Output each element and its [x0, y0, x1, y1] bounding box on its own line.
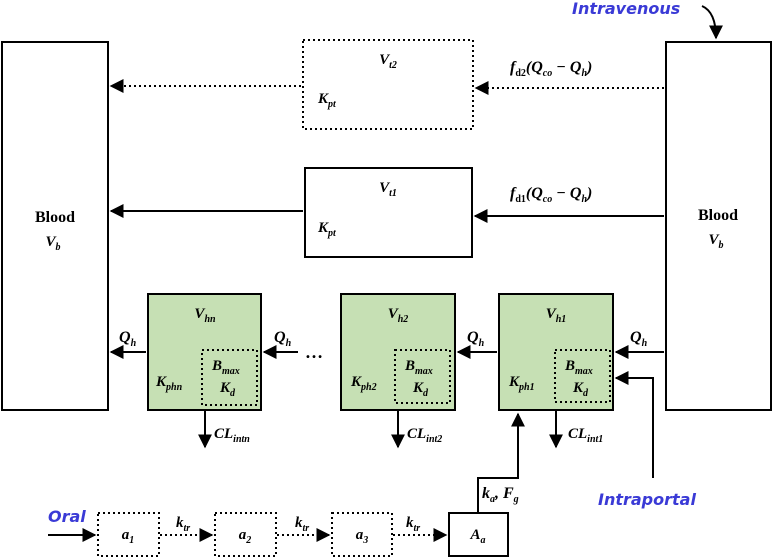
- intravenous-label: Intravenous: [572, 0, 680, 18]
- hepatic-compartment-2: Vh2 Kph2 Bmax Kd: [340, 293, 456, 411]
- hepatic-1-clearance: CLint1: [568, 426, 603, 445]
- hepatic-2-clearance: CLint2: [407, 426, 442, 445]
- ellipsis: …: [305, 342, 323, 362]
- hepatic-n-bmax: Bmax: [211, 358, 240, 377]
- gut-compartment-a1: a1: [97, 512, 160, 557]
- gut-a1-label: a1: [122, 527, 135, 546]
- gut-compartment-a2: a2: [214, 512, 277, 557]
- gut-compartment-a3: a3: [331, 512, 393, 557]
- tissue-2-compartment: Vt2 Kpt: [302, 39, 474, 130]
- tissue-1-compartment: Vt1 Kpt: [304, 167, 473, 258]
- hepatic-1-volume: Vh1: [546, 306, 567, 325]
- tissue-2-flow-label: fd2(Qco − Qh): [510, 59, 592, 79]
- gut-a3-label: a3: [356, 527, 369, 546]
- hepatic-1-binding-box: [554, 349, 611, 403]
- tissue-2-volume: Vt2: [379, 52, 397, 71]
- hepatic-n-partition: Kphn: [155, 374, 183, 393]
- hepatic-1-partition: Kph1: [508, 374, 535, 393]
- hepatic-compartment-n: Vhn Kphn Bmax Kd: [147, 293, 262, 411]
- absorption-label: Aa: [469, 527, 485, 546]
- qh-label-left: Qh: [119, 329, 137, 349]
- blood-left-volume: Vb: [45, 234, 60, 253]
- intraportal-label: Intraportal: [598, 490, 696, 509]
- hepatic-n-clearance: CLintn: [214, 426, 250, 445]
- hepatic-2-partition: Kph2: [350, 374, 377, 393]
- absorption-arrow: [477, 412, 525, 512]
- gut-a2-label: a2: [239, 527, 252, 546]
- oral-label: Oral: [48, 507, 86, 526]
- ka-fg-label: ka, Fg: [482, 485, 519, 505]
- blood-right-title: Blood: [698, 207, 738, 224]
- hepatic-1-bmax: Bmax: [564, 358, 593, 377]
- hepatic-2-volume: Vh2: [388, 306, 409, 325]
- blood-right-compartment: Blood Vb: [665, 41, 772, 411]
- blood-left-compartment: Blood Vb: [1, 41, 109, 411]
- qh-label-h1-h2: Qh: [467, 329, 485, 349]
- hepatic-2-kd: Kd: [412, 380, 429, 399]
- hepatic-n-kd: Kd: [219, 380, 236, 399]
- ktr-label-1: ktr: [176, 515, 190, 534]
- hepatic-n-volume: Vhn: [194, 306, 216, 325]
- hepatic-2-binding-box: [394, 349, 451, 404]
- tissue-1-volume: Vt1: [379, 180, 397, 199]
- qh-label-right: Qh: [630, 329, 648, 349]
- hepatic-1-kd: Kd: [572, 380, 589, 399]
- hepatic-2-bmax: Bmax: [404, 358, 433, 377]
- ktr-label-2: ktr: [295, 515, 309, 534]
- blood-right-volume: Vb: [708, 232, 723, 251]
- intraportal-arrow: [614, 371, 654, 478]
- hepatic-compartment-1: Vh1 Kph1 Bmax Kd: [498, 293, 614, 411]
- intravenous-arrow: [701, 5, 723, 40]
- absorption-compartment: Aa: [448, 512, 509, 557]
- tissue-2-partition: Kpt: [317, 91, 337, 110]
- ktr-label-3: ktr: [406, 515, 420, 534]
- qh-label-into-hn: Qh: [274, 329, 292, 349]
- blood-left-title: Blood: [35, 209, 75, 226]
- tissue-1-partition: Kpt: [317, 220, 337, 239]
- tissue-1-flow-label: fd1(Qco − Qh): [510, 185, 592, 205]
